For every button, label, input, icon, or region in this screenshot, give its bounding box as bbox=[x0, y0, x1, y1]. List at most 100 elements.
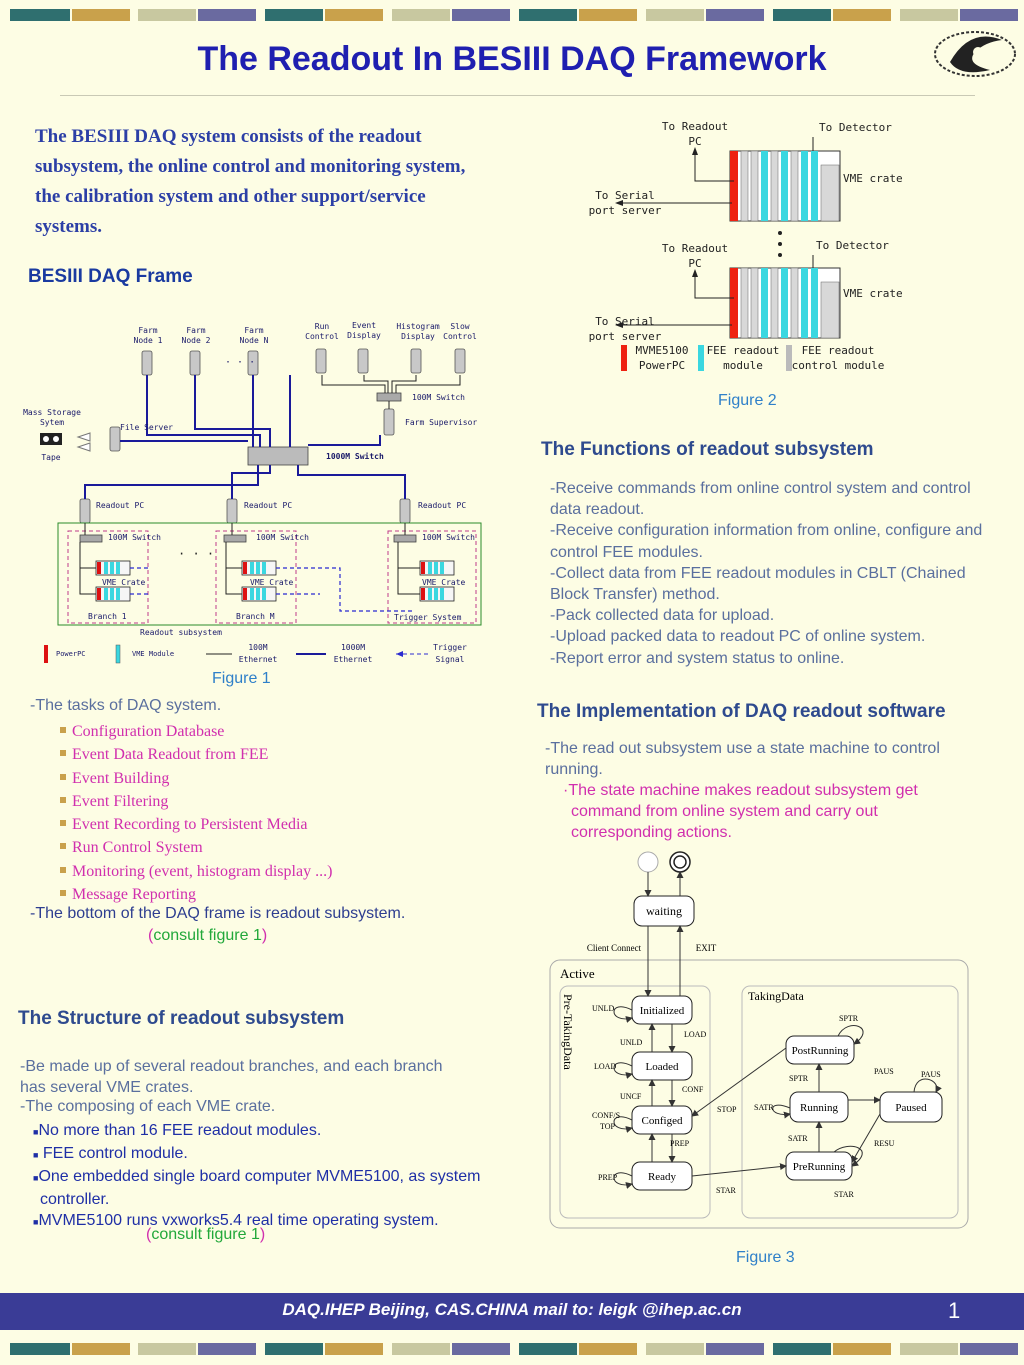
color-bar bbox=[833, 1343, 891, 1355]
to-readout-pc-label-2: PC bbox=[688, 135, 701, 148]
branchm-label: Branch M bbox=[236, 612, 275, 621]
legend-mvme-label-2: PowerPC bbox=[639, 359, 685, 372]
implementation-p2: ·The state machine makes readout subsyst… bbox=[563, 780, 983, 843]
legend-trigger-label-2: Signal bbox=[436, 655, 465, 664]
color-bar bbox=[138, 9, 196, 21]
color-bar bbox=[833, 9, 891, 21]
legend-fee-swatch bbox=[698, 345, 704, 371]
switch-icon bbox=[393, 534, 417, 543]
vme-crate-label-1: VME Crate bbox=[102, 578, 146, 587]
structure-p2: -The composing of each VME crate. bbox=[20, 1098, 276, 1115]
color-bar bbox=[452, 9, 510, 21]
color-bar bbox=[646, 9, 704, 21]
to-readout-pc-label-b: To Readout bbox=[662, 242, 728, 255]
color-bar bbox=[773, 9, 831, 21]
color-bar bbox=[773, 1343, 831, 1355]
structure-list: ■No more than 16 FEE readout modules. ■ … bbox=[33, 1120, 503, 1233]
t-confstop: CONF/S bbox=[592, 1111, 620, 1120]
list-item: ■One embedded single board computer MVME… bbox=[33, 1168, 481, 1208]
mass-storage-label: Mass Storage bbox=[23, 408, 81, 417]
state-configed-label: Configed bbox=[642, 1115, 683, 1127]
pretaking-label: Pre-TakingData bbox=[561, 994, 575, 1070]
color-bar bbox=[10, 9, 70, 21]
vme-crate-label: VME crate bbox=[843, 172, 903, 185]
color-bar bbox=[900, 9, 958, 21]
list-item: ■ FEE control module. bbox=[33, 1145, 188, 1162]
client-connect-label: Client Connect bbox=[587, 943, 642, 953]
color-bar bbox=[392, 9, 450, 21]
color-bar bbox=[960, 9, 1018, 21]
exit-label: EXIT bbox=[696, 943, 717, 953]
color-bar bbox=[198, 1343, 256, 1355]
color-bar bbox=[519, 1343, 577, 1355]
functions-list: -Receive commands from online control sy… bbox=[550, 478, 990, 669]
structure-p1: -Be made up of several readout branches,… bbox=[20, 1058, 443, 1096]
color-bar bbox=[325, 1343, 383, 1355]
legend-vme-swatch bbox=[115, 644, 121, 664]
structure-heading: The Structure of readout subsystem bbox=[18, 1008, 345, 1029]
color-bar bbox=[72, 9, 130, 21]
farm-supervisor-label: Farm Supervisor bbox=[405, 418, 477, 427]
t-load2: LOAD bbox=[594, 1062, 616, 1071]
color-bar bbox=[579, 1343, 637, 1355]
state-ready-label: Ready bbox=[648, 1171, 677, 1183]
active-label: Active bbox=[560, 966, 595, 981]
readout-pc-label-3: Readout PC bbox=[418, 501, 466, 510]
implementation-heading: The Implementation of DAQ readout softwa… bbox=[537, 701, 946, 722]
paren-open: ( bbox=[146, 1226, 152, 1243]
branch-dots: · · · bbox=[178, 547, 214, 561]
list-item: Event Filtering bbox=[60, 790, 332, 813]
vme-crate-label-b: VME crate bbox=[843, 287, 903, 300]
tape-icon bbox=[40, 433, 62, 445]
legend-1000m-label-2: Ethernet bbox=[334, 655, 373, 664]
switch-1000m-label: 1000M Switch bbox=[326, 451, 384, 461]
to-serial-label: To Serial bbox=[595, 189, 655, 202]
paren-open: ( bbox=[148, 927, 154, 944]
computer-icon bbox=[226, 498, 238, 524]
list-item: Event Recording to Persistent Media bbox=[60, 813, 332, 836]
readout-subsystem-box bbox=[57, 522, 482, 626]
list-item: -Receive configuration information from … bbox=[550, 522, 983, 561]
figure1-caption: Figure 1 bbox=[212, 670, 271, 687]
legend-mvme-label: MVME5100 bbox=[636, 344, 689, 357]
switch-100m-label: 100M Switch bbox=[412, 393, 465, 402]
list-item-text: MVME5100 runs vxworks5.4 real time opera… bbox=[38, 1212, 439, 1229]
trigger-switch-label: 100M Switch bbox=[422, 533, 475, 542]
computer-icon bbox=[399, 498, 411, 524]
readout-subsystem-label: Readout subsystem bbox=[140, 628, 222, 637]
vme-crate-label-2: VME Crate bbox=[250, 578, 294, 587]
color-bar bbox=[960, 1343, 1018, 1355]
mvme5100-module bbox=[730, 151, 738, 221]
computer-icon bbox=[189, 350, 201, 376]
legend-ctrl-swatch bbox=[786, 345, 792, 371]
state-running-label: Running bbox=[800, 1102, 838, 1114]
t-paus1: PAUS bbox=[874, 1067, 894, 1076]
switch-icon bbox=[223, 534, 247, 543]
list-item-text: One embedded single board computer MVME5… bbox=[38, 1168, 481, 1208]
to-serial-label-b: To Serial bbox=[595, 315, 655, 328]
t-resu: RESU bbox=[874, 1139, 895, 1148]
to-serial-label-b2: port server bbox=[589, 330, 662, 343]
computer-icon bbox=[315, 348, 327, 374]
to-detector-label-b: To Detector bbox=[816, 239, 889, 252]
list-item: ■No more than 16 FEE readout modules. bbox=[33, 1122, 322, 1139]
computer-icon bbox=[79, 498, 91, 524]
run-control-label-2: Control bbox=[305, 332, 339, 341]
t-confstop-2: TOP bbox=[600, 1122, 616, 1131]
branch1-switch-label: 100M Switch bbox=[108, 533, 161, 542]
state-prerunning-label: PreRunning bbox=[793, 1161, 846, 1173]
vme-crate-diagram: To Readout PC To Detector To Serial port… bbox=[589, 120, 903, 372]
pretaking-group bbox=[559, 985, 711, 1219]
legend-trigger-label: Trigger bbox=[433, 643, 467, 652]
t-satr2: SATR bbox=[788, 1134, 808, 1143]
intro-paragraph: The BESIII DAQ system consists of the re… bbox=[35, 126, 466, 237]
farm-node-1-label: Farm bbox=[138, 326, 157, 335]
color-bar bbox=[706, 9, 764, 21]
t-unld2: UNLD bbox=[620, 1038, 642, 1047]
t-sptr2: SPTR bbox=[789, 1074, 809, 1083]
list-item: Event Data Readout from FEE bbox=[60, 743, 332, 766]
slow-control-label: Slow bbox=[450, 322, 469, 331]
color-bar bbox=[579, 9, 637, 21]
list-item-text: FEE control module. bbox=[42, 1145, 188, 1162]
computer-icon bbox=[410, 348, 422, 374]
